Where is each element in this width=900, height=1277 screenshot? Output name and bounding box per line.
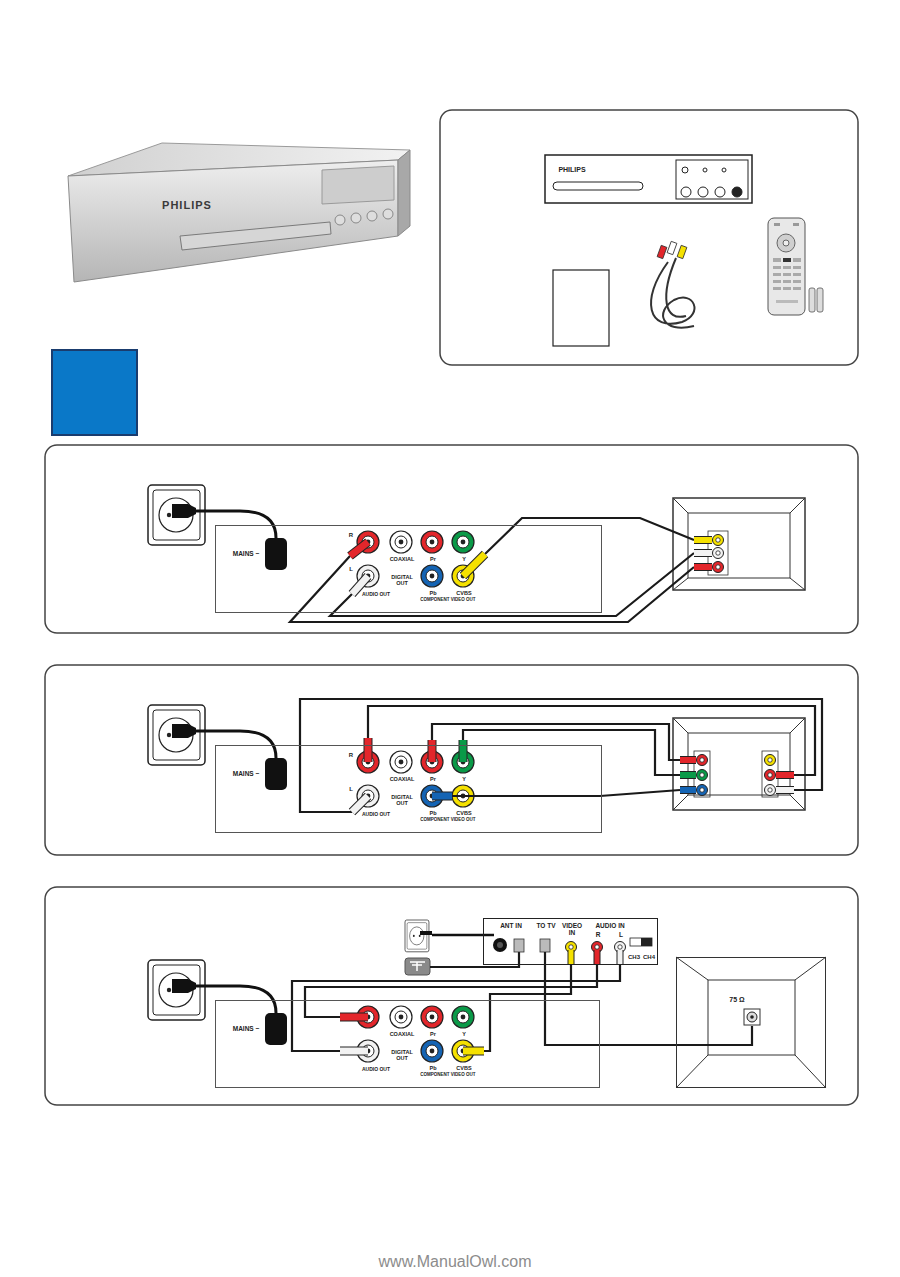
box-contents [440, 110, 858, 365]
port-label: L [347, 566, 355, 573]
back-panel: MAINS ~ R L COAXIAL DIGITAL OUT AUDIO OUT Pr Y P… [215, 525, 602, 613]
port-label: AUDIO OUT [359, 592, 393, 598]
port-label: CVBS [453, 1065, 475, 1071]
watermark: www.ManualOwl.com [345, 1253, 565, 1271]
port-label: ANT IN [495, 922, 527, 929]
port-label: AUDIO OUT [359, 812, 393, 818]
dvd-player-illustration [68, 143, 410, 282]
port-label: COAXIAL [385, 1031, 419, 1037]
port-label: DIGITAL OUT [388, 794, 416, 806]
port-label: Pb [427, 810, 439, 816]
tv-set-3 [676, 957, 826, 1088]
port-label: Pr [427, 1031, 439, 1037]
port-label: VIDEO IN [560, 922, 584, 936]
port-label: COMPONENT VIDEO OUT [403, 818, 493, 823]
port-label: COAXIAL [385, 776, 419, 782]
port-label: COMPONENT VIDEO OUT [403, 598, 493, 603]
cable-connector [545, 965, 676, 1045]
port-label: L [617, 931, 625, 938]
port-label: Pb [427, 1065, 439, 1071]
panel-frame [45, 445, 858, 1105]
brand-logo: PHILIPS [152, 199, 222, 211]
cable-connector [490, 965, 571, 1000]
port-label: AUDIO OUT [359, 1067, 393, 1073]
rf-modulator: ANT IN TO TVVIDEO IN AUDIO IN R L CH3CH4 [483, 918, 658, 965]
port-label: TO TV [532, 922, 560, 929]
port-label: MAINS ~ [226, 550, 266, 557]
port-label: MAINS ~ [226, 1025, 266, 1032]
port-label: CH3 [627, 954, 641, 961]
port-label: AUDIO IN [590, 922, 630, 929]
port-label: DIGITAL OUT [388, 574, 416, 586]
tv-set-1 [673, 498, 805, 590]
step-square [52, 350, 137, 435]
back-panel: MAINS ~ R L COAXIAL DIGITAL OUT AUDIO OUT Pr Y P… [215, 745, 602, 833]
back-panel: MAINS ~COAXIALDIGITAL OUTAUDIO OUTPrYPbC… [215, 1000, 600, 1088]
port-label: Y [459, 1031, 469, 1037]
port-label: CH4 [642, 954, 656, 961]
tv-set: 75 Ω [676, 957, 826, 1088]
component-cable [300, 699, 822, 812]
port-label: Pr [427, 776, 439, 782]
av-cable [290, 518, 712, 622]
cable-connector [292, 965, 620, 1000]
brand-logo: PHILIPS [552, 166, 592, 174]
power-plug [148, 485, 287, 1045]
port-label: R [347, 752, 355, 759]
port-label: 75 Ω [720, 996, 754, 1004]
rf-setup [292, 920, 652, 1051]
port-label: DIGITAL OUT [388, 1049, 416, 1061]
port-label: MAINS ~ [226, 770, 266, 777]
port-label: L [347, 786, 355, 793]
port-label: COAXIAL [385, 556, 419, 562]
tv-set-2 [673, 718, 805, 810]
port-label: Pr [427, 556, 439, 562]
port-label: Y [459, 776, 469, 782]
port-label: COMPONENT VIDEO OUT [403, 1073, 493, 1078]
port-label: Pb [427, 590, 439, 596]
port-label: CVBS [453, 590, 475, 596]
port-label: Y [459, 556, 469, 562]
cable-connector [305, 965, 597, 1000]
port-label: R [347, 532, 355, 539]
port-label: R [594, 931, 602, 938]
port-label: CVBS [453, 810, 475, 816]
